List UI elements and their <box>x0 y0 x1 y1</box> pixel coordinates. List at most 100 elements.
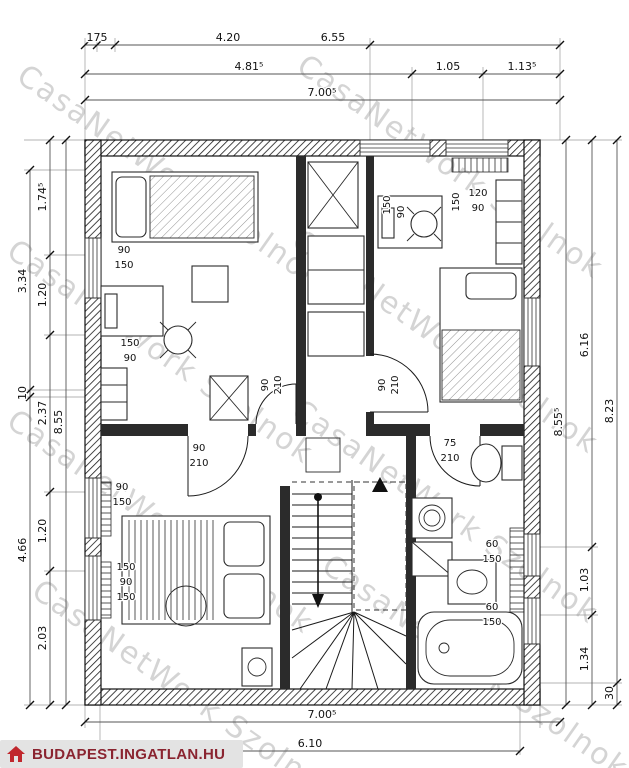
cabinet <box>411 541 453 577</box>
footer-logo-text: BUDAPEST.INGATLAN.HU <box>32 745 226 763</box>
window <box>84 477 102 539</box>
dimension-label: 1.34 <box>578 647 591 672</box>
dresser <box>209 375 249 421</box>
rug <box>165 585 207 627</box>
hall-table <box>305 437 341 473</box>
landing-closets <box>305 161 365 473</box>
window <box>523 297 541 367</box>
shelf <box>100 367 128 421</box>
size-label: 60 <box>486 539 499 550</box>
cabinet <box>495 179 523 265</box>
house-icon <box>7 746 25 762</box>
dimension-label: 10 <box>16 386 29 400</box>
window <box>445 139 509 157</box>
size-label: 120 <box>468 188 487 199</box>
door <box>369 353 429 413</box>
size-label: 150 <box>114 260 133 271</box>
size-label: 90 <box>396 206 407 219</box>
dimension-label: 4.66 <box>16 538 29 563</box>
double-bed <box>121 515 271 625</box>
towel-radiator <box>509 527 525 613</box>
side-table <box>191 265 229 303</box>
size-label: 210 <box>390 375 401 394</box>
size-label: 150 <box>112 497 131 508</box>
bed <box>111 171 259 243</box>
windows <box>84 139 541 645</box>
size-label: 150 <box>482 554 501 565</box>
size-label: 90 <box>118 245 131 256</box>
footer-logo: BUDAPEST.INGATLAN.HU <box>0 740 244 768</box>
dimension-label: 8.55⁵ <box>552 408 565 437</box>
wardrobe <box>307 235 365 305</box>
size-label: 210 <box>440 453 459 464</box>
size-label: 60 <box>486 602 499 613</box>
dimension-label: 4.81⁵ <box>235 60 264 73</box>
window <box>84 555 102 621</box>
dimension-label: 4.20 <box>216 31 241 44</box>
size-label: 90 <box>193 443 206 454</box>
bathroom-fixtures <box>411 443 525 685</box>
dimension-label: 2.37 <box>36 401 49 426</box>
window <box>84 237 102 299</box>
size-label: 150 <box>116 592 135 603</box>
stairs <box>291 477 407 690</box>
doors <box>187 353 481 497</box>
dimension-label: 3.34 <box>16 269 29 294</box>
dimension-label: 8.23 <box>603 399 616 424</box>
dimension-label: 1.20 <box>36 283 49 308</box>
wardrobe <box>307 161 359 229</box>
dimension-label: 7.00⁵ <box>308 86 337 99</box>
dimension-label: 1.03 <box>578 568 591 593</box>
sink-vanity <box>447 559 497 605</box>
interior-walls <box>101 156 524 689</box>
size-label: 150 <box>382 195 393 214</box>
door <box>187 435 249 497</box>
size-label: 90 <box>120 577 133 588</box>
dimension-label: 1.05 <box>436 60 461 73</box>
desk <box>100 285 164 337</box>
radiator <box>100 481 112 537</box>
size-label: 150 <box>116 562 135 573</box>
dimension-label: 6.10 <box>298 737 323 750</box>
room-topright-furniture <box>377 157 523 403</box>
dimension-label: 8.55 <box>52 410 65 435</box>
cabinet <box>241 647 273 687</box>
dimension-label: 30 <box>603 686 616 700</box>
office-chair <box>406 206 442 242</box>
dimension-label: 1.13⁵ <box>508 60 537 73</box>
dimension-lines <box>24 38 622 756</box>
room-topleft-furniture <box>100 171 259 421</box>
bed <box>439 267 523 403</box>
window <box>359 139 431 157</box>
stair-direction-arrow <box>312 493 324 608</box>
dimension-label: 1.20 <box>36 519 49 544</box>
size-label: 90 <box>116 482 129 493</box>
size-label: 150 <box>482 617 501 628</box>
door <box>255 383 297 425</box>
window <box>523 597 541 645</box>
window <box>523 533 541 577</box>
dimension-label: 1.74⁵ <box>36 183 49 212</box>
bathtub <box>417 611 523 685</box>
size-label: 90 <box>124 353 137 364</box>
office-chair <box>159 321 197 359</box>
size-label: 75 <box>444 438 457 449</box>
washing-machine <box>411 497 453 539</box>
size-label: 150 <box>451 192 462 211</box>
up-arrow <box>372 477 388 492</box>
size-label: 90 <box>260 379 271 392</box>
dimension-label: 7.00⁵ <box>308 708 337 721</box>
toilet <box>470 443 523 483</box>
size-label: 90 <box>472 203 485 214</box>
size-label: 210 <box>189 458 208 469</box>
dimension-label: 6.55 <box>321 31 346 44</box>
dimension-label: 2.03 <box>36 626 49 651</box>
dimension-label: 6.16 <box>578 333 591 358</box>
radiator <box>100 561 112 619</box>
size-label: 150 <box>120 338 139 349</box>
radiator <box>451 157 509 173</box>
size-label: 90 <box>377 379 388 392</box>
